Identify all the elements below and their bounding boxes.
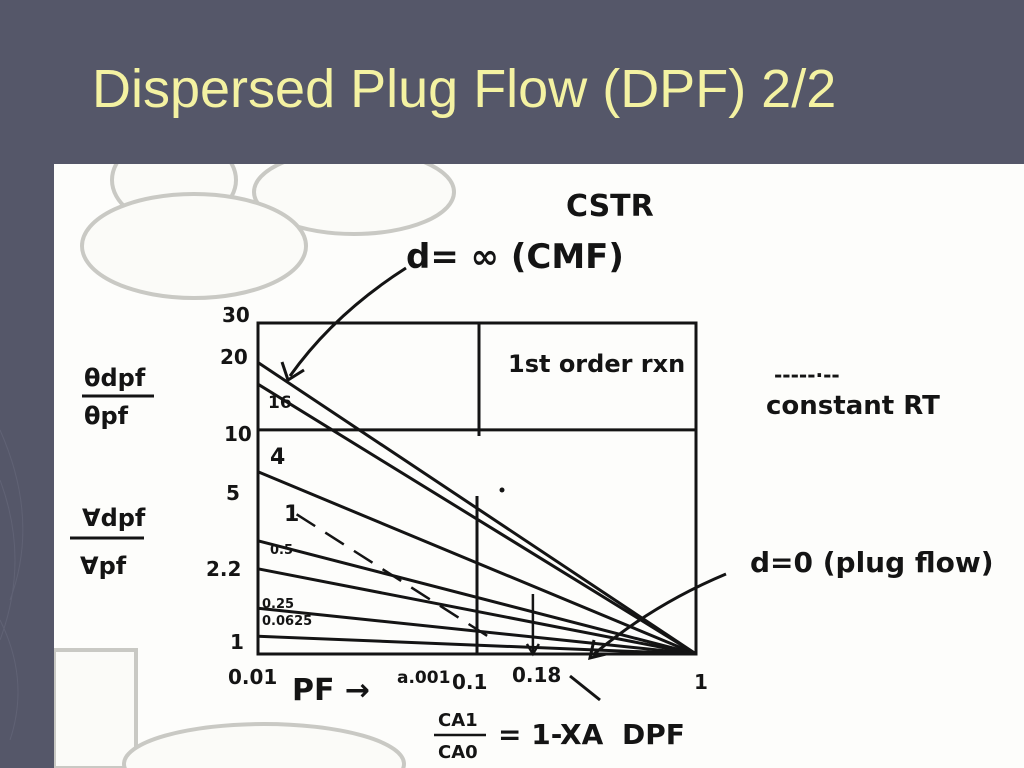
series-line-0.5 [257, 567, 697, 656]
series-label-0.0625: 0.0625 [262, 614, 312, 629]
series-line-dCMF [257, 361, 697, 656]
series-line-0.25 [257, 606, 697, 656]
y-label-top-denominator: θpf [84, 402, 129, 430]
annotation-first-order: 1st order rxn [508, 350, 685, 378]
series-label-16: 16 [268, 393, 292, 413]
arrowhead-cmf [280, 361, 305, 383]
x-tick-label-0.1: 0.1 [452, 670, 487, 694]
x-tick-label-1: 1 [694, 670, 708, 694]
y-label-bottom-numerator: ∀dpf [82, 504, 146, 532]
dpf-chart: 16 4 1 0.5 0.25 0.0625 30 20 10 5 2.2 1 0.01 0.1 0.18 1… [54, 164, 994, 768]
series-line-constantRT [295, 513, 495, 642]
x-tick-label-0.01: 0.01 [228, 665, 277, 689]
series-label-4: 4 [270, 445, 285, 470]
x-label-left: PF → [292, 673, 370, 708]
series-line-1 [257, 539, 697, 656]
arrow-0.18 [569, 674, 601, 702]
series-line-4 [257, 470, 697, 656]
series-label-0.5: 0.5 [270, 543, 293, 558]
series-line-16 [257, 382, 697, 656]
y-tick-label-30: 30 [222, 303, 250, 327]
y-tick-label-20: 20 [220, 345, 248, 369]
x-axis-extra-label: a.001 [397, 668, 450, 688]
annotation-plug-flow: d=0 (plug flow) [750, 546, 994, 579]
series-line-0.0625 [257, 634, 697, 656]
y-tick-label-2.2: 2.2 [206, 557, 241, 581]
legend-dash-sample: -----·-- [774, 363, 840, 387]
x-label-equation: = 1-XA [498, 718, 604, 751]
x-tick-label-0.18: 0.18 [512, 663, 561, 687]
marker-dot [499, 487, 505, 493]
annotation-cmf: d= ∞ (CMF) [406, 237, 624, 277]
y-tick-label-10: 10 [224, 422, 252, 446]
series-layer [257, 361, 697, 656]
arrowhead-plug-flow [588, 639, 607, 661]
arrow-cmf [288, 266, 407, 377]
y-tick-label-5: 5 [226, 481, 240, 505]
arrow-plug-flow [593, 572, 727, 656]
x-label-right: DPF [622, 718, 685, 751]
y-label-top-numerator: θdpf [84, 364, 146, 392]
x-label-numerator: CA1 [438, 710, 478, 731]
x-label-denominator: CA0 [438, 742, 478, 763]
slide-title: Dispersed Plug Flow (DPF) 2/2 [92, 59, 837, 119]
decorative-clouds [54, 164, 456, 768]
scanned-chart-image: 16 4 1 0.5 0.25 0.0625 30 20 10 5 2.2 1 0.01 0.1 0.18 1… [54, 164, 1024, 768]
y-label-bottom-denominator: ∀pf [80, 552, 127, 580]
text-layer: 16 4 1 0.5 0.25 0.0625 30 20 10 5 2.2 1 0.01 0.1 0.18 1… [70, 189, 994, 763]
series-label-1: 1 [284, 502, 299, 527]
annotation-cstr: CSTR [566, 189, 654, 224]
legend-constant-rt: constant RT [766, 391, 940, 421]
series-label-0.25: 0.25 [262, 597, 294, 612]
y-tick-label-1: 1 [230, 630, 244, 654]
